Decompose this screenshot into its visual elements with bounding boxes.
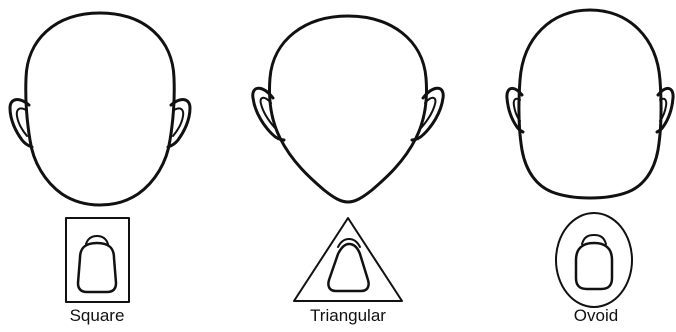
ovoid-tooth-outline [556,213,632,307]
triangular-tooth-icon [328,244,368,291]
square-panel [10,13,190,302]
ovoid-face-outline [519,10,661,198]
label-square: Square [70,307,125,324]
ovoid-panel [507,10,673,307]
triangular-panel [253,16,443,301]
square-tooth-icon [78,243,116,292]
label-ovoid: Ovoid [574,307,618,324]
label-triangular: Triangular [310,307,386,324]
ovoid-tooth-icon [576,243,612,289]
square-face-outline [26,13,175,205]
triangular-face-outline [269,16,426,202]
triangular-tooth-outline [294,218,402,301]
square-tooth-outline [66,218,129,302]
